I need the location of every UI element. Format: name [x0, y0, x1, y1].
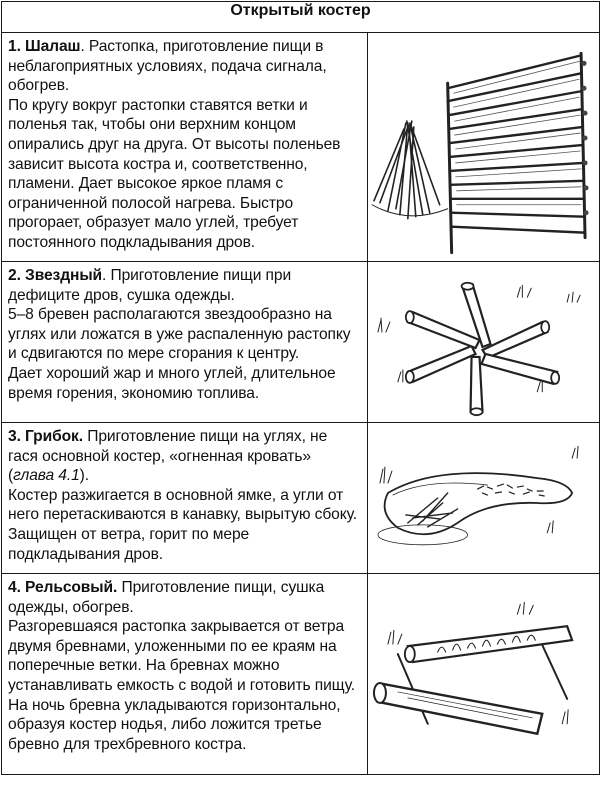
row-title: 1. Шалаш: [8, 38, 81, 55]
star-fire-illustration: [377, 281, 581, 417]
row-title: 2. Звездный: [8, 267, 103, 284]
rail-fire-illustration: [372, 601, 574, 736]
row-illustration-cell: [367, 573, 600, 775]
row-title: 3. Грибок.: [8, 428, 83, 445]
row-description: Разгоревшаяся растопка закрывается от ве…: [8, 618, 356, 753]
table-row: 3. Грибок. Приготовление пищи на углях, …: [1, 422, 600, 574]
mushroom-fire-illustration: [377, 445, 579, 546]
row-purpose: . Приготовление пищи при дефиците дров, …: [8, 267, 292, 304]
row-purpose: Приготовление пищи на углях, не гася осн…: [8, 428, 328, 485]
row-text-teepee: 1. Шалаш. Растопка, приготовление пищи в…: [1, 32, 368, 262]
row-text-mushroom: 3. Грибок. Приготовление пищи на углях, …: [1, 422, 368, 574]
table-row: 1. Шалаш. Растопка, приготовление пищи в…: [1, 32, 600, 262]
row-text-rail: 4. Рельсовый. Приготовление пищи, сушка …: [1, 573, 368, 775]
row-illustration-cell: [367, 261, 600, 423]
row-description-2: Дает хороший жар и много углей, длительн…: [8, 364, 336, 402]
table-row: 2. Звездный. Приготовление пищи при дефи…: [1, 261, 600, 423]
row-description: По кругу вокруг растопки ставятся ветки …: [8, 96, 341, 251]
table-row: 4. Рельсовый. Приготовление пищи, сушка …: [1, 573, 600, 775]
row-illustration-cell: [367, 422, 600, 574]
table-header: Открытый костер: [1, 1, 600, 33]
row-purpose: . Растопка, приготовление пищи в неблаго…: [8, 38, 327, 95]
row-text-star: 2. Звездный. Приготовление пищи при дефи…: [1, 261, 368, 423]
row-description: Костер разжигается в основной ямке, а уг…: [8, 486, 358, 563]
row-title: 4. Рельсовый.: [8, 579, 118, 596]
row-reference: глава 4.1: [13, 467, 80, 485]
teepee-fire-illustration: [371, 51, 589, 255]
row-reference-end: ).: [79, 467, 89, 485]
row-illustration-cell: [367, 32, 600, 262]
row-description: 5–8 бревен располагаются звездообразно н…: [8, 306, 351, 363]
row-purpose: Приготовление пищи, сушка одежды, обогре…: [8, 579, 325, 616]
